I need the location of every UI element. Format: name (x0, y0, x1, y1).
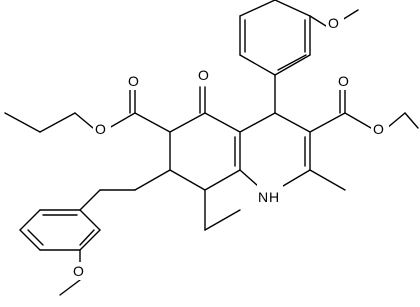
ketone-oxygen-label: O (198, 67, 209, 83)
right-ester-ether-oxygen-label: O (373, 121, 384, 137)
bond (204, 112, 241, 133)
bond (309, 112, 346, 133)
bond (386, 112, 406, 129)
bond (282, 169, 311, 187)
bond (19, 229, 41, 251)
bond (169, 112, 206, 133)
bond (169, 169, 206, 191)
bond (79, 209, 101, 231)
left-ester-carbonyl-oxygen-label: O (128, 73, 139, 89)
right-ester-carbonyl-oxygen-label: O (338, 73, 349, 89)
bond (239, 169, 259, 187)
bond (344, 112, 372, 129)
bond (19, 209, 41, 231)
atom-labels: O O O O O O O N H (71, 14, 389, 280)
ring-nitrogen-label: N (258, 189, 268, 205)
bond (79, 229, 95, 246)
bond (277, 54, 307, 71)
bond (39, 112, 76, 133)
bond (309, 15, 327, 27)
bond (108, 112, 136, 129)
bond (204, 209, 241, 231)
bond (79, 189, 101, 211)
top-methoxy-oxygen-label: O (328, 15, 339, 31)
bond (274, 112, 311, 133)
bond (27, 229, 44, 246)
bond (309, 169, 346, 191)
bond (79, 229, 101, 251)
bond (4, 112, 41, 133)
bond (341, 9, 359, 21)
bond (239, 112, 276, 133)
bond (274, 54, 311, 76)
bottom-methoxy-oxygen-label: O (73, 263, 84, 279)
bond (404, 112, 419, 129)
bond (239, 54, 276, 76)
bond (239, 0, 276, 17)
bonds (4, 0, 419, 296)
bond (274, 0, 311, 17)
bond (74, 112, 94, 129)
bond (134, 169, 171, 191)
bond (59, 279, 81, 296)
ring-nitrogen-hydrogen-label: H (269, 189, 279, 205)
bond (134, 112, 171, 133)
bond (204, 169, 241, 191)
left-ester-ether-oxygen-label: O (95, 121, 106, 137)
